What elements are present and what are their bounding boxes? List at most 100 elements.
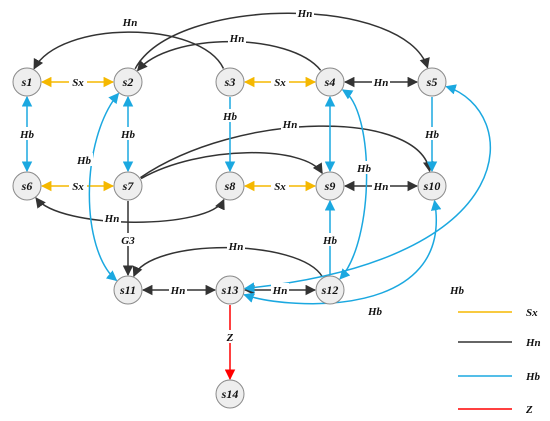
edge-label-s2-s5: Hn bbox=[296, 6, 314, 20]
node-s9: s9 bbox=[315, 171, 345, 201]
node-label: s1 bbox=[21, 75, 33, 89]
node-circle bbox=[215, 275, 245, 305]
edge-label-s8-s9: Sx bbox=[271, 179, 289, 193]
legend-item-hb: Hb bbox=[458, 371, 541, 383]
edge-label-s8-s6: Hn bbox=[103, 211, 121, 225]
node-circle bbox=[12, 67, 42, 97]
node-label: s6 bbox=[21, 179, 33, 193]
edge-label-s3-s8: Hb bbox=[221, 109, 239, 123]
edge-label-text: Hb bbox=[120, 129, 136, 141]
node-circle bbox=[215, 67, 245, 97]
node-circle bbox=[215, 379, 245, 409]
edge-s7-to-s10 bbox=[139, 125, 434, 179]
node-label: s12 bbox=[321, 283, 339, 297]
edge-label-s12-s4: Hb bbox=[355, 161, 373, 175]
node-label: s3 bbox=[224, 75, 236, 89]
node-circle bbox=[315, 171, 345, 201]
edge-label-s13-s14: Z bbox=[221, 330, 239, 344]
edge-label-s13-s12: Hn bbox=[271, 283, 289, 297]
edge-s8-to-s6 bbox=[35, 197, 225, 223]
node-circle bbox=[113, 275, 143, 305]
node-s4: s4 bbox=[315, 67, 345, 97]
node-circle bbox=[12, 171, 42, 201]
edge-label-text: Hn bbox=[104, 213, 120, 225]
legend-label: Hn bbox=[525, 337, 541, 349]
node-label: s2 bbox=[122, 75, 134, 89]
edge-label-text: Hn bbox=[373, 77, 389, 89]
node-s14: s14 bbox=[215, 379, 245, 409]
node-circle bbox=[113, 171, 143, 201]
edge-label-text: Hn bbox=[272, 285, 288, 297]
legend-item-z: Z bbox=[458, 404, 533, 416]
node-s13: s13 bbox=[215, 275, 245, 305]
node-s5: s5 bbox=[417, 67, 447, 97]
edge-label-s7-s10: Hn bbox=[281, 117, 299, 131]
node-label: s7 bbox=[122, 179, 135, 193]
edge-label-s1-s2: Sx bbox=[69, 75, 87, 89]
node-s7: s7 bbox=[113, 171, 143, 201]
edge-label-s9-s10: Hn bbox=[372, 179, 390, 193]
node-label: s10 bbox=[423, 179, 441, 193]
node-s12: s12 bbox=[315, 275, 345, 305]
edge-label-text: Hb bbox=[222, 111, 238, 123]
node-s3: s3 bbox=[215, 67, 245, 97]
node-circle bbox=[315, 67, 345, 97]
edge-label-text: G3 bbox=[121, 235, 135, 247]
edge-label-text: Sx bbox=[72, 77, 84, 89]
edge-label-s13-s5: Hb bbox=[448, 283, 466, 297]
edge-label-s3-s4: Sx bbox=[271, 75, 289, 89]
node-s2: s2 bbox=[113, 67, 143, 97]
node-circle bbox=[315, 275, 345, 305]
edge-s2-to-s5 bbox=[134, 12, 430, 70]
legend-label: Hb bbox=[525, 371, 541, 383]
node-label: s13 bbox=[221, 283, 239, 297]
edge-s2-to-s11 bbox=[88, 92, 120, 282]
edge-label-text: Sx bbox=[274, 77, 286, 89]
edge-label-s1-s6: Hb bbox=[18, 127, 36, 141]
edge-label-s12-s11: Hn bbox=[227, 239, 245, 253]
node-s1: s1 bbox=[12, 67, 42, 97]
edge-label-text: Hn bbox=[122, 17, 138, 29]
edge-label-text: Z bbox=[226, 332, 234, 344]
edge-label-s6-s7: Sx bbox=[69, 179, 87, 193]
node-label: s11 bbox=[119, 283, 136, 297]
edge-label-text: Sx bbox=[72, 181, 84, 193]
edge-label-s7-s11: G3 bbox=[119, 233, 137, 247]
edge-label-text: Hb bbox=[356, 163, 372, 175]
edge-label-text: Sx bbox=[274, 181, 286, 193]
edge-label-text: Hb bbox=[424, 129, 440, 141]
node-s8: s8 bbox=[215, 171, 245, 201]
edge-label-s4-s2: Hn bbox=[228, 31, 246, 45]
edges-layer bbox=[21, 12, 492, 381]
node-circle bbox=[417, 171, 447, 201]
legend-label: Sx bbox=[526, 307, 538, 319]
edge-label-text: Hn bbox=[373, 181, 389, 193]
edge-label-s4-s5: Hn bbox=[372, 75, 390, 89]
edge-s3-to-s1 bbox=[33, 31, 225, 70]
edge-label-text: Hb bbox=[449, 285, 465, 297]
edge-label-text: Hn bbox=[228, 241, 244, 253]
node-s11: s11 bbox=[113, 275, 143, 305]
edge-label-s2-s11: Hb bbox=[75, 153, 93, 167]
edge-label-s12-s9: Hb bbox=[321, 233, 339, 247]
edge-s4-to-s2 bbox=[136, 40, 322, 72]
node-s6: s6 bbox=[12, 171, 42, 201]
legend-item-hn: Hn bbox=[458, 337, 541, 349]
edge-label-s11-s13: Hn bbox=[169, 283, 187, 297]
node-label: s9 bbox=[324, 179, 336, 193]
node-s10: s10 bbox=[417, 171, 447, 201]
node-circle bbox=[113, 67, 143, 97]
edge-label-text: Hn bbox=[297, 8, 313, 20]
edge-label-s5-s10: Hb bbox=[423, 127, 441, 141]
node-circle bbox=[417, 67, 447, 97]
edge-label-text: Hb bbox=[367, 306, 383, 318]
edge-label-text: Hn bbox=[282, 119, 298, 131]
edge-label-text: Hb bbox=[19, 129, 35, 141]
node-label: s5 bbox=[426, 75, 438, 89]
legend-label: Z bbox=[525, 404, 533, 416]
edge-label-text: Hb bbox=[322, 235, 338, 247]
node-label: s4 bbox=[324, 75, 336, 89]
